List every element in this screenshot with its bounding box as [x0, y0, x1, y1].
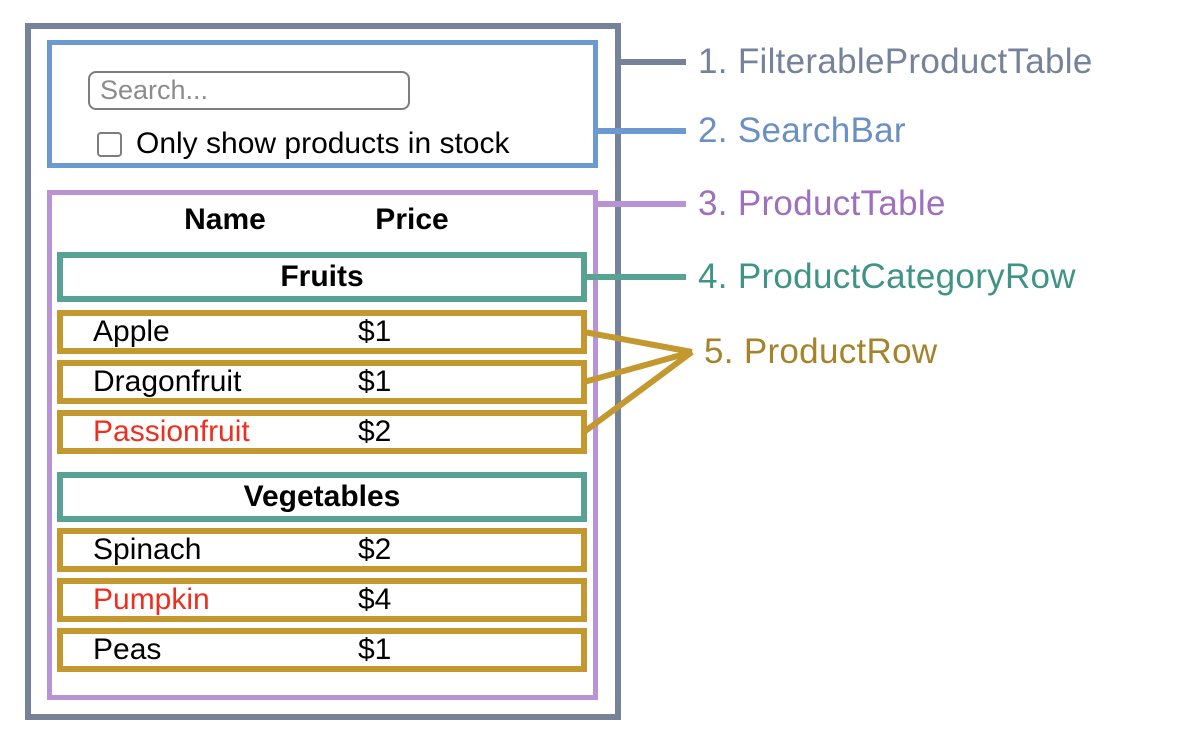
product-name: Apple: [93, 315, 170, 348]
product-row-dragonfruit: Dragonfruit $1: [57, 360, 587, 404]
product-name: Passionfruit: [93, 415, 250, 448]
product-name: Dragonfruit: [93, 365, 242, 398]
in-stock-checkbox-label: Only show products in stock: [136, 127, 510, 160]
product-price: $1: [358, 365, 392, 398]
product-name: Peas: [93, 633, 162, 666]
legend-search-bar: 2. SearchBar: [698, 111, 906, 150]
product-row-spinach: Spinach $2: [57, 528, 587, 572]
legend-filterable-product-table: 1. FilterableProductTable: [698, 42, 1093, 81]
product-name: Spinach: [93, 533, 202, 566]
product-row-peas: Peas $1: [57, 628, 587, 672]
in-stock-checkbox[interactable]: [97, 132, 122, 157]
product-table-box: Name Price Fruits Apple $1 Dragonfruit $…: [47, 190, 598, 700]
product-price: $2: [358, 533, 392, 566]
product-price: $4: [358, 583, 392, 616]
product-name: Pumpkin: [93, 583, 210, 616]
product-row-passionfruit: Passionfruit $2: [57, 410, 587, 454]
category-row-fruits: Fruits: [57, 252, 587, 302]
product-row-apple: Apple $1: [57, 310, 587, 354]
product-price: $1: [358, 633, 392, 666]
search-bar-box: Only show products in stock: [47, 40, 598, 168]
product-price: $2: [358, 415, 392, 448]
column-header-price: Price: [375, 203, 449, 236]
legend-product-table: 3. ProductTable: [698, 184, 946, 223]
product-row-pumpkin: Pumpkin $4: [57, 578, 587, 622]
legend-product-row: 5. ProductRow: [704, 332, 938, 371]
search-input[interactable]: [88, 71, 410, 110]
column-header-name: Name: [184, 203, 266, 236]
filterable-product-table-box: Only show products in stock Name Price F…: [25, 23, 621, 720]
category-row-vegetables: Vegetables: [57, 472, 587, 522]
product-price: $1: [358, 315, 392, 348]
legend-product-category-row: 4. ProductCategoryRow: [698, 257, 1076, 296]
